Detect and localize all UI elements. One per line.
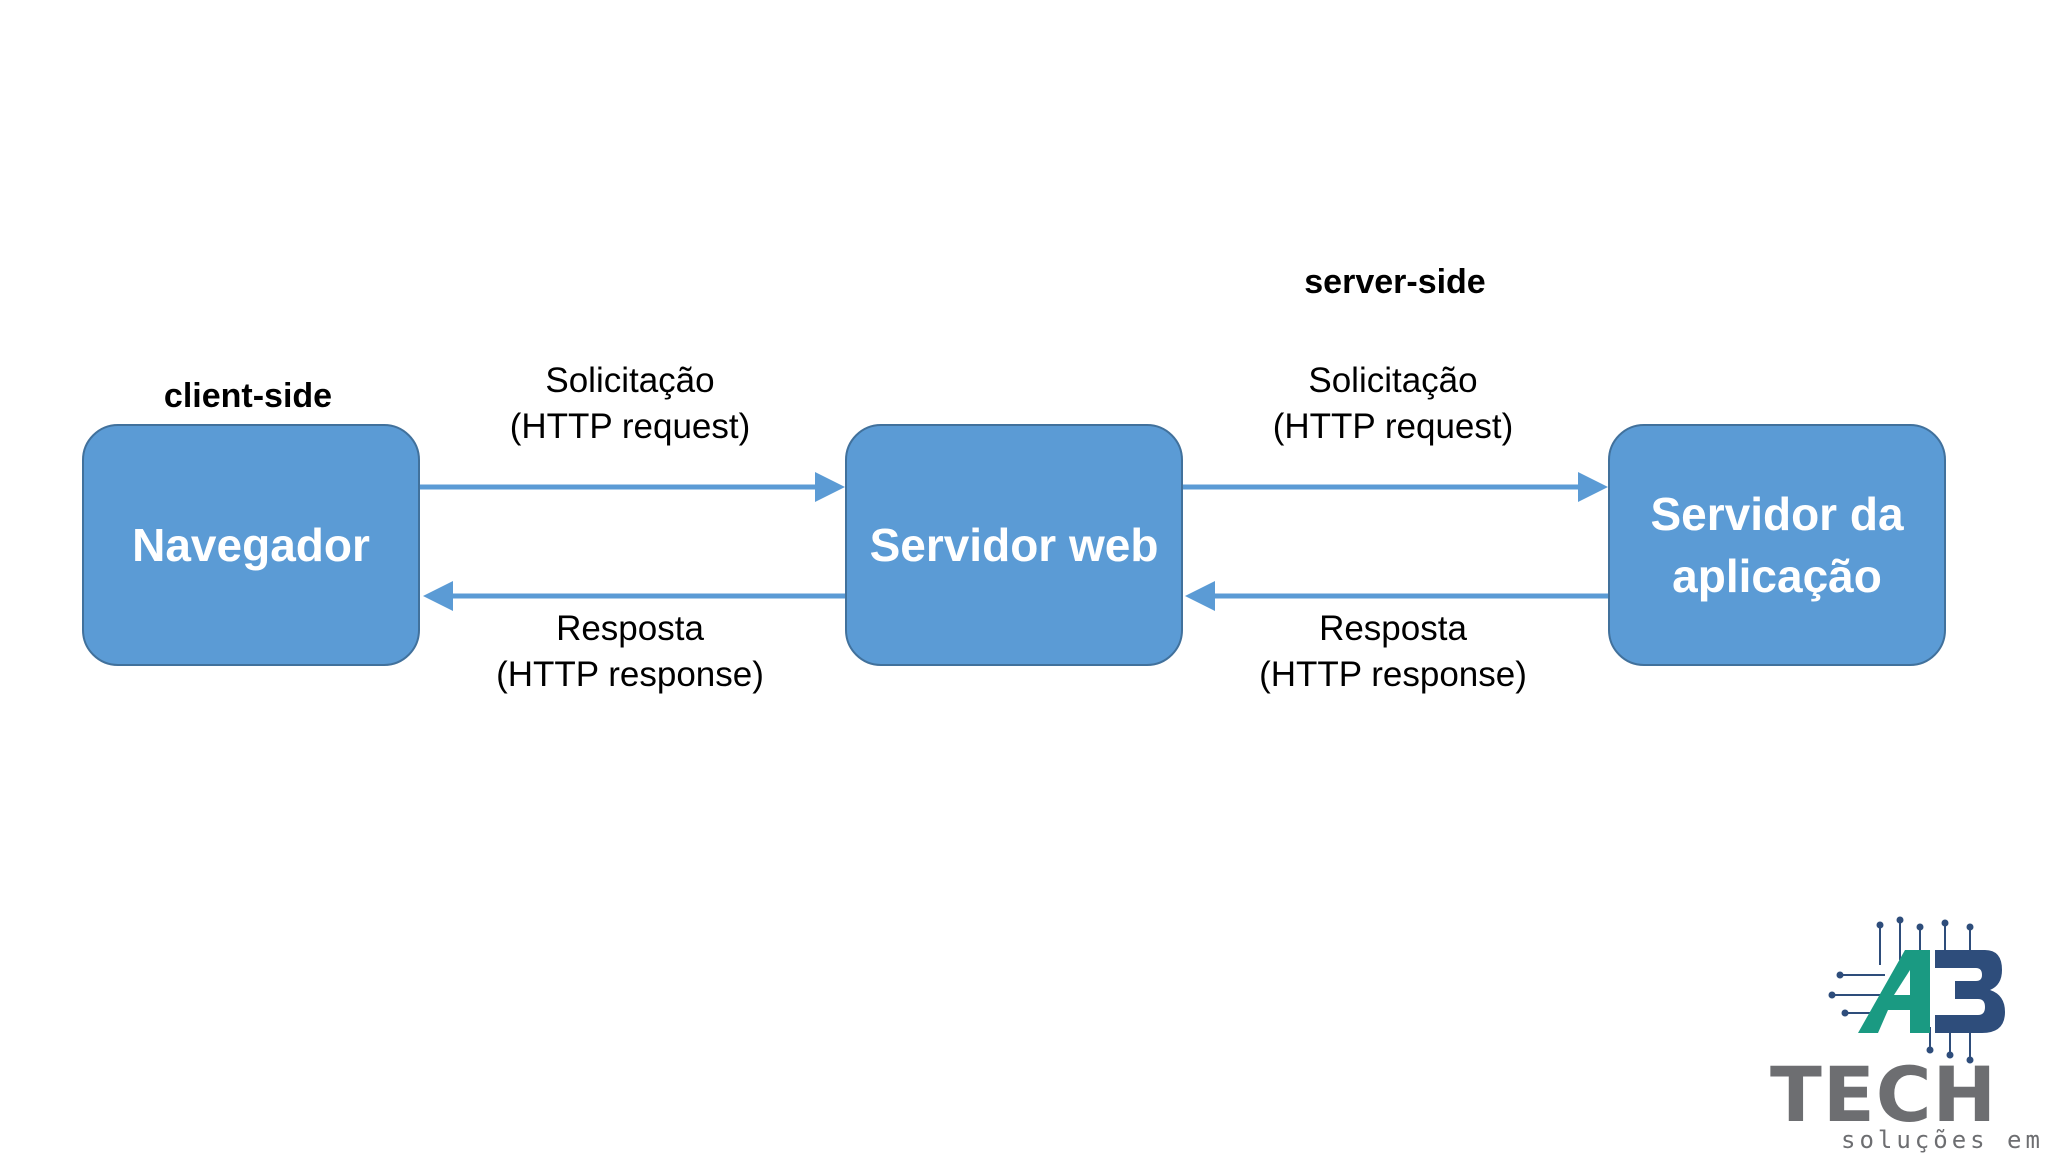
request-label-2: Solicitação (HTTP request) xyxy=(1243,358,1543,450)
web-server-node: Servidor web xyxy=(845,424,1183,666)
browser-node: Navegador xyxy=(82,424,420,666)
a3-logo-mark-icon xyxy=(1828,916,2005,1064)
response-label-1: Resposta (HTTP response) xyxy=(480,606,780,698)
logo-wordmark: TECH xyxy=(1770,1050,1998,1139)
request-label-1: Solicitação (HTTP request) xyxy=(480,358,780,450)
request-label-1-line2: (HTTP request) xyxy=(509,407,751,446)
browser-node-label: Navegador xyxy=(132,519,370,571)
app-server-node: Servidor da aplicação xyxy=(1608,424,1946,666)
response-label-2-line1: Resposta xyxy=(1319,609,1467,648)
request-label-2-line2: (HTTP request) xyxy=(1272,407,1514,446)
request-label-1-line1: Solicitação xyxy=(545,361,715,400)
client-side-label: client-side xyxy=(163,377,333,415)
app-server-node-label-line2: aplicação xyxy=(1672,550,1882,602)
a3-tech-logo: TECH soluções em ti xyxy=(1770,915,2048,1154)
web-server-node-label: Servidor web xyxy=(869,519,1159,571)
app-server-node-label-line1: Servidor da xyxy=(1650,488,1904,540)
logo-tagline: soluções em ti xyxy=(1841,1126,2048,1154)
response-label-1-line1: Resposta xyxy=(556,609,704,648)
request-label-2-line1: Solicitação xyxy=(1308,361,1478,400)
response-label-2-line2: (HTTP response) xyxy=(1259,655,1527,694)
response-label-1-line2: (HTTP response) xyxy=(496,655,764,694)
server-side-label: server-side xyxy=(1304,263,1486,301)
response-label-2: Resposta (HTTP response) xyxy=(1243,606,1543,698)
